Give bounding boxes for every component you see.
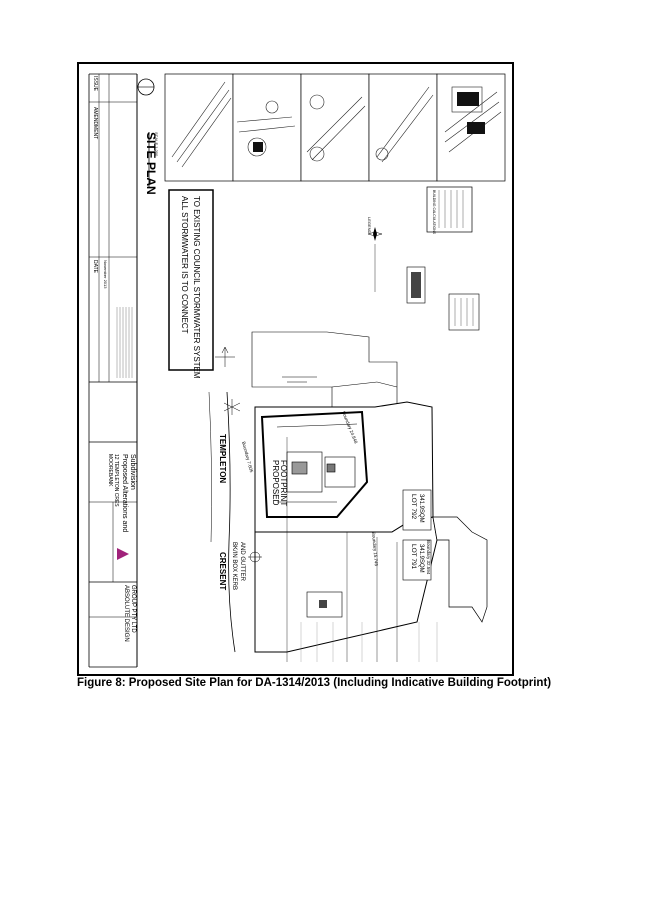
boundary-label-3: Boundary 32.594 bbox=[426, 540, 431, 575]
drawing-scale: SCALE 1:200 bbox=[154, 132, 159, 157]
proposed-label-1: PROPOSED bbox=[271, 460, 280, 506]
legend-title: LEGEND bbox=[367, 217, 372, 234]
proposed-label-2: FOOTPRINT bbox=[279, 460, 288, 506]
address-line-2: MOOREBANK bbox=[107, 454, 113, 487]
site-plan-svg: ISSUE AMENDMENT DATE November 2013 Propo… bbox=[77, 62, 514, 676]
table-header-issue: ISSUE bbox=[92, 76, 98, 92]
proposed-footprint bbox=[260, 410, 369, 518]
proposal-line-1: Proposed Alterations and bbox=[121, 454, 128, 532]
issue-date: November 2013 bbox=[103, 260, 108, 289]
stormwater-note-box bbox=[168, 189, 214, 371]
lot-792-area: 341.9SQM bbox=[418, 494, 424, 523]
kerb-note-1: BK/IN BOX KERB bbox=[231, 542, 237, 590]
table-header-amendment: AMENDMENT bbox=[92, 107, 98, 139]
figure-caption: Figure 8: Proposed Site Plan for DA-1314… bbox=[77, 677, 552, 689]
company-name-1: ABSOLUTE DESIGN bbox=[123, 585, 129, 642]
boundary-label-4: Boundary 15.745 bbox=[371, 532, 379, 567]
site-plan-drawing: ISSUE AMENDMENT DATE November 2013 Propo… bbox=[77, 62, 514, 676]
lot-792-number: LOT 792 bbox=[410, 494, 417, 520]
street-name-2: CRESENT bbox=[218, 552, 227, 590]
lot-791-number: LOT 791 bbox=[410, 544, 417, 570]
stormwater-note-line-2: TO EXISTING COUNCIL STORMWATER SYSTEM bbox=[192, 196, 201, 379]
kerb-note-2: AND GUTTER bbox=[239, 542, 245, 582]
lot-791-area: 341.9SQM bbox=[418, 544, 424, 573]
legend-compass-icon bbox=[367, 227, 383, 241]
table-header-date: DATE bbox=[92, 260, 98, 274]
building-calculations-title: BUILDING CALCULATIONS bbox=[432, 190, 436, 235]
drawing-title: SITE PLAN bbox=[144, 132, 158, 195]
proposal-line-2: Subdivision bbox=[129, 454, 136, 490]
stormwater-note-line-1: ALL STORMWATER IS TO CONNECT bbox=[180, 196, 189, 334]
company-name-2: GROUP PTY LTD bbox=[130, 585, 136, 633]
street-north-arrow-icon bbox=[215, 346, 235, 367]
building-calculations-box bbox=[426, 186, 473, 233]
company-logo bbox=[117, 548, 129, 560]
street-name-1: TEMPLETON bbox=[218, 434, 227, 483]
address-line-1: 12 TEMPLETON CRES bbox=[113, 454, 119, 507]
neighbour-outline bbox=[251, 331, 398, 408]
